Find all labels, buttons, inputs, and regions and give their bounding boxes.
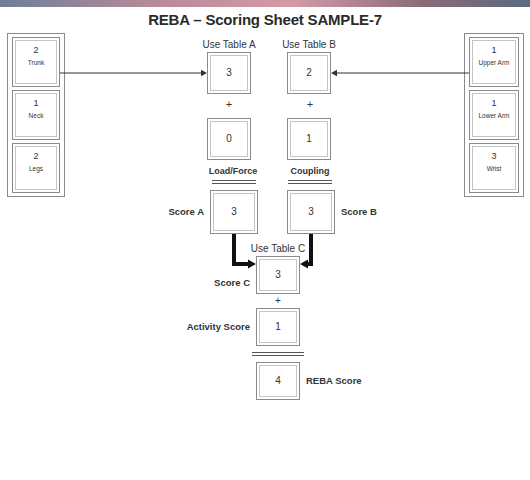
- group-frame: [8, 34, 65, 197]
- sum-label: Load/Force: [209, 166, 258, 176]
- connector-line: [336, 73, 469, 74]
- body-part-box: 3Wrist: [469, 143, 519, 193]
- body-part-box: 2Trunk: [12, 37, 60, 87]
- box-heading: Use Table B: [282, 39, 336, 51]
- part-name: Upper Arm: [478, 59, 509, 66]
- body-part-box: 1Upper Arm: [469, 37, 519, 87]
- part-name: Lower Arm: [478, 112, 509, 119]
- photo-strip: [0, 0, 530, 7]
- body-part-box: 2Legs: [12, 143, 60, 193]
- score-value: 1: [491, 45, 496, 55]
- connector-line: [234, 234, 249, 264]
- score-value: 4: [275, 375, 281, 387]
- table-box: Use Table A3: [207, 52, 251, 94]
- score-value: 1: [491, 98, 496, 108]
- score-value: 3: [275, 269, 281, 281]
- score-box: Activity Score1: [256, 308, 300, 346]
- connector-line: [307, 234, 311, 264]
- score-value: 1: [275, 321, 281, 333]
- body-part-box: 1Neck: [12, 90, 60, 140]
- score-box: Score A3: [210, 190, 258, 234]
- score-value: 3: [308, 206, 314, 218]
- score-value: 3: [226, 67, 232, 79]
- result-box: 4REBA Score: [256, 362, 300, 400]
- double-underline: [252, 352, 304, 353]
- connector: [331, 70, 469, 77]
- double-underline: [288, 180, 332, 181]
- score-value: 0: [226, 133, 232, 145]
- score-box: Use Table CScore C3: [256, 256, 300, 294]
- box-heading: Activity Score: [187, 322, 250, 333]
- score-value: 2: [33, 151, 38, 161]
- box-heading: Use Table C: [251, 243, 305, 255]
- score-box: 3Score B: [287, 190, 335, 234]
- table-box: Use Table B2: [287, 52, 331, 94]
- box-heading: Use Table A: [202, 39, 255, 51]
- score-value: 1: [33, 98, 38, 108]
- box-heading: Score C: [214, 278, 250, 289]
- part-name: Trunk: [28, 59, 44, 66]
- score-value: 1: [306, 133, 312, 145]
- sum-label: Coupling: [291, 166, 330, 176]
- score-value: 2: [33, 45, 38, 55]
- sheet-title: REBA – Scoring Sheet SAMPLE-7: [148, 11, 382, 28]
- double-underline: [212, 180, 256, 181]
- plus-sign: +: [275, 295, 281, 307]
- score-box: 0: [207, 118, 251, 160]
- box-heading: Score A: [168, 207, 204, 218]
- double-underline: [252, 355, 304, 356]
- part-name: Wrist: [487, 165, 502, 172]
- arrow-head: [331, 70, 337, 77]
- part-name: Legs: [29, 165, 43, 172]
- arrow-head: [300, 260, 308, 269]
- arrow-head: [248, 260, 256, 269]
- part-name: Neck: [29, 112, 44, 119]
- connector: [60, 70, 207, 77]
- score-box: 1: [287, 118, 331, 160]
- body-part-box: 1Lower Arm: [469, 90, 519, 140]
- group-frame: [465, 34, 524, 197]
- score-value: 3: [231, 206, 237, 218]
- box-heading: Score B: [341, 207, 377, 218]
- plus-sign: +: [307, 98, 313, 111]
- score-value: 3: [491, 151, 496, 161]
- score-value: 2: [306, 67, 312, 79]
- double-underline: [212, 183, 256, 184]
- plus-sign: +: [226, 98, 232, 111]
- box-heading: REBA Score: [306, 376, 362, 387]
- double-underline: [288, 183, 332, 184]
- connector-line: [60, 73, 202, 74]
